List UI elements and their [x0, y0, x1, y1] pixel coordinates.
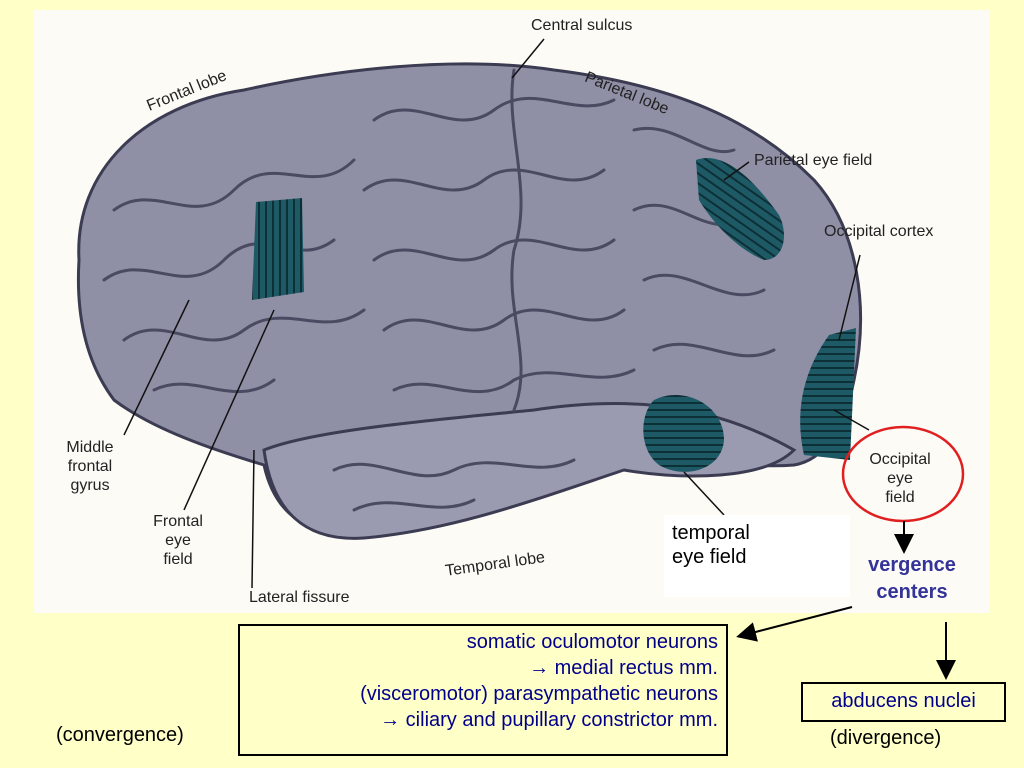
oculomotor-targets-box: somatic oculomotor neurons → medial rect…	[238, 624, 728, 756]
temporal-eye-field-patch	[643, 394, 724, 472]
label-middle-frontal-gyrus-line3: gyrus	[70, 477, 110, 494]
temporal-eye-field-line2: eye field	[672, 546, 747, 568]
label-lateral-fissure: Lateral fissure	[249, 589, 350, 606]
vergence-centers-label: vergence centers	[842, 552, 982, 606]
convergence-note: (convergence)	[56, 724, 184, 746]
label-middle-frontal-gyrus-line2: frontal	[67, 458, 113, 475]
temporal-eye-field-callout: temporal eye field	[664, 515, 850, 597]
divergence-note: (divergence)	[830, 727, 942, 749]
abducens-nuclei-box: abducens nuclei	[801, 682, 1006, 722]
label-occipital-eye-field-line3: field	[885, 489, 915, 506]
label-middle-frontal-gyrus: Middle frontal gyrus	[60, 438, 120, 495]
leader-lines	[123, 38, 870, 589]
target-line-2: → medial rectus mm.	[529, 657, 718, 679]
brain-figure: Central sulcus Frontal lobe Parietal lob…	[34, 10, 989, 613]
label-frontal-eye-field-line2: eye	[165, 532, 191, 549]
vergence-centers-line1: vergence	[868, 554, 956, 576]
target-line-3: (visceromotor) parasympathetic neurons	[360, 683, 718, 705]
gyri-lines	[102, 68, 776, 512]
temporal-eye-field-line1: temporal	[672, 522, 750, 544]
label-occipital-eye-field: Occipital eye field	[862, 450, 938, 507]
label-occipital-cortex: Occipital cortex	[824, 223, 934, 240]
frontal-eye-field-patch	[252, 198, 304, 300]
label-middle-frontal-gyrus-line1: Middle	[66, 439, 114, 456]
parietal-eye-field-patch	[696, 158, 784, 260]
label-occipital-eye-field-line1: Occipital	[869, 451, 931, 468]
vergence-centers-line2: centers	[876, 581, 948, 603]
label-frontal-eye-field: Frontal eye field	[147, 512, 209, 569]
label-frontal-eye-field-line3: field	[163, 551, 193, 568]
label-frontal-eye-field-line1: Frontal	[153, 513, 203, 530]
target-line-1: somatic oculomotor neurons	[466, 631, 718, 653]
label-central-sulcus: Central sulcus	[531, 17, 633, 34]
label-occipital-eye-field-line2: eye	[887, 470, 913, 487]
label-parietal-eye-field: Parietal eye field	[754, 152, 873, 169]
target-line-4: → ciliary and pupillary constrictor mm.	[380, 709, 718, 731]
brain-illustration	[76, 38, 870, 589]
